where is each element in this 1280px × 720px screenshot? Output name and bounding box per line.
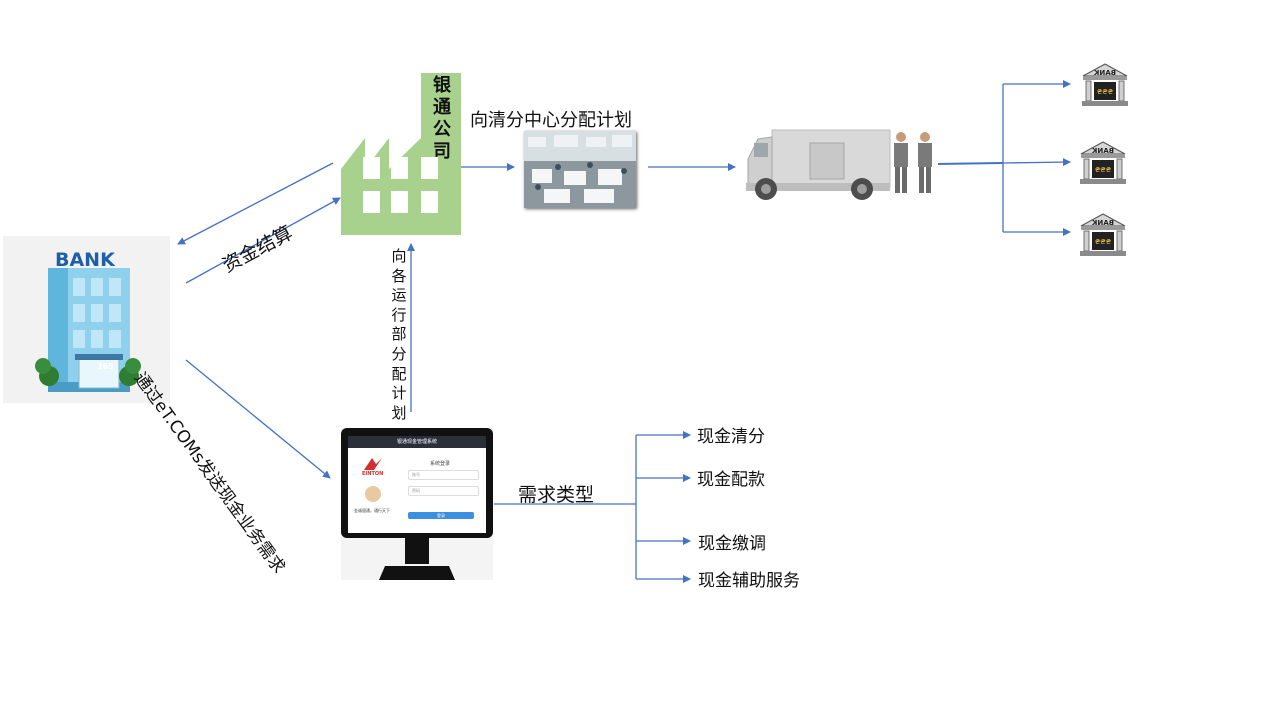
system-title: 银通现金管理系统 — [396, 439, 437, 445]
arrow-bank-to-monitor — [185, 359, 331, 479]
demand-type-item: 现金辅助服务 — [698, 571, 800, 591]
screen-title-bar: 银通现金管理系统 — [348, 436, 486, 448]
login-button[interactable]: 登录 — [408, 512, 474, 519]
branch-bank-sign: BANK — [1092, 147, 1115, 155]
company-name: 银通公司 — [433, 75, 451, 162]
demand-type-item: 现金缴调 — [698, 534, 766, 554]
svg-text:₴₴₴: ₴₴₴ — [1095, 166, 1112, 174]
svg-text:₴₴₴: ₴₴₴ — [1097, 88, 1114, 96]
factory-icon — [341, 73, 461, 235]
bank-icon: ₴₴₴ — [1080, 141, 1126, 184]
bank-door-number: 365 — [97, 362, 114, 371]
arrow-bank-to-factory — [185, 197, 341, 284]
logo-text: EINTON — [362, 471, 384, 477]
branch-bank-3: ₴₴₴ BANK — [1078, 212, 1128, 258]
bank-icon: ₴₴₴ — [1080, 213, 1126, 256]
svg-text:₴₴₴: ₴₴₴ — [1095, 238, 1112, 246]
branch-bank-sign: BANK — [1092, 219, 1115, 227]
truck-icon — [746, 125, 938, 205]
username-field[interactable]: 账号 — [408, 470, 479, 480]
password-placeholder: 密码 — [412, 488, 420, 493]
einton-logo-icon — [364, 458, 382, 470]
center-plan-label: 向清分中心分配计划 — [470, 110, 632, 131]
slogan: 金诚银通，通行天下 — [354, 508, 390, 513]
bank-icon: ₴₴₴ — [1082, 63, 1128, 106]
login-button-label: 登录 — [437, 513, 445, 518]
branch-bank-2: ₴₴₴ BANK — [1078, 140, 1128, 186]
sorting-center-photo — [524, 131, 636, 208]
armored-truck — [746, 125, 938, 205]
password-field[interactable]: 密码 — [408, 486, 479, 496]
demand-type-item: 现金清分 — [697, 427, 765, 447]
seal-icon — [365, 486, 381, 502]
company-factory: 银通公司 — [341, 73, 463, 235]
monitor-screen: 银通现金管理系统 EINTON 金诚银通，通行天下 系统登录 账号 密码 登录 — [348, 436, 486, 533]
branch-bank-sign: BANK — [1094, 69, 1117, 77]
login-form-title: 系统登录 — [430, 461, 451, 467]
monitor-stand-icon — [379, 538, 455, 580]
line-truck-to-branches — [935, 162, 1004, 165]
einton-logo: EINTON — [362, 456, 384, 478]
arrow-to-branch-2 — [1002, 158, 1071, 167]
arrow-factory-to-bank — [177, 162, 334, 245]
demand-type-label: 需求类型 — [518, 484, 595, 506]
branch-bank-1: ₴₴₴ BANK — [1080, 62, 1130, 108]
allocate-plan-label: 向各运行部分配计划 — [391, 247, 407, 422]
bank-building-icon — [35, 268, 141, 392]
system-monitor: 银通现金管理系统 EINTON 金诚银通，通行天下 系统登录 账号 密码 登录 — [341, 428, 493, 580]
bank-building: BANK 365 — [3, 236, 170, 403]
demand-type-item: 现金配款 — [697, 470, 765, 490]
bank-sign: BANK — [55, 249, 115, 271]
sorting-center-image — [524, 131, 636, 208]
username-placeholder: 账号 — [412, 472, 420, 477]
